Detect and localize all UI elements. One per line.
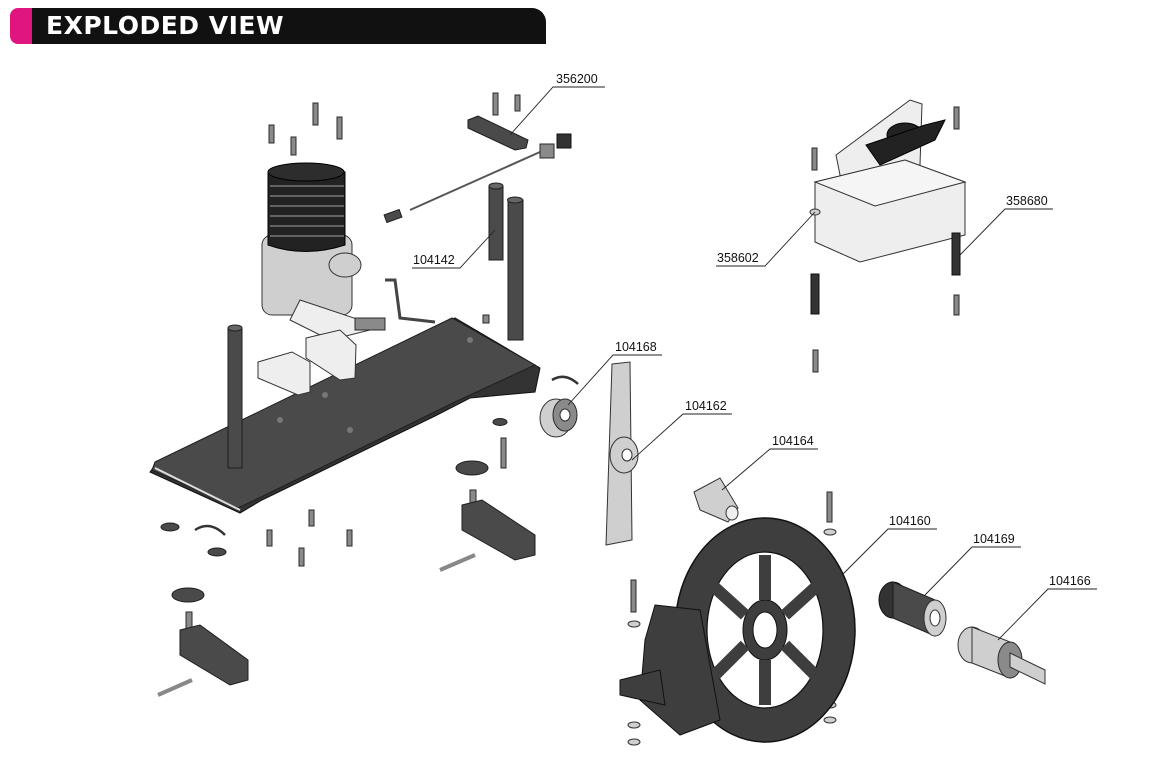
label-104169: 104169: [924, 532, 1021, 596]
svg-text:104142: 104142: [413, 253, 455, 267]
fuel-tank: [813, 99, 967, 263]
label-358680: 358680: [959, 194, 1053, 256]
label-358602: 358602: [716, 211, 816, 267]
header-background: [32, 8, 546, 44]
tank-post-358680: [951, 232, 961, 276]
label-104160: 104160: [841, 514, 937, 576]
bracket-left: [157, 587, 249, 697]
label-104166: 104166: [997, 574, 1097, 641]
svg-text:358680: 358680: [1006, 194, 1048, 208]
label-104162: 104162: [631, 399, 732, 461]
throttle-linkage-356200: [383, 115, 572, 224]
washers-left: [160, 418, 837, 746]
engine-mount-block-right: [305, 329, 357, 381]
svg-text:104160: 104160: [889, 514, 931, 528]
svg-text:104169: 104169: [973, 532, 1015, 546]
label-104142: 104142: [412, 229, 496, 269]
svg-text:356200: 356200: [556, 72, 598, 86]
starter-cone-104164: [693, 477, 739, 523]
bracket-center: [439, 460, 536, 572]
screw-set-top: [266, 92, 960, 613]
svg-text:104164: 104164: [772, 434, 814, 448]
mount-post-left: [227, 324, 243, 469]
engine-mount-plate: [149, 317, 541, 514]
svg-text:104162: 104162: [685, 399, 727, 413]
page-title: EXPLODED VIEW: [46, 11, 285, 40]
label-104168: 104168: [567, 340, 662, 406]
shaft-104166: [957, 626, 1046, 685]
bearing-104169: [878, 581, 947, 637]
section-header: EXPLODED VIEW: [10, 8, 546, 44]
clutch-shoe-104168: [539, 375, 579, 438]
label-104164: 104164: [721, 434, 818, 491]
svg-text:104166: 104166: [1049, 574, 1091, 588]
label-356200: 356200: [509, 72, 605, 136]
starter-arm-104162: [605, 361, 639, 546]
engine-mount-block-left: [257, 351, 311, 396]
nitro-engine: [261, 162, 436, 341]
svg-text:358602: 358602: [717, 251, 759, 265]
mount-post-104142: [488, 182, 504, 261]
svg-text:104168: 104168: [615, 340, 657, 354]
starter-housing-104160: [619, 517, 856, 743]
header-accent: [10, 8, 36, 44]
mount-post-right: [507, 196, 524, 341]
